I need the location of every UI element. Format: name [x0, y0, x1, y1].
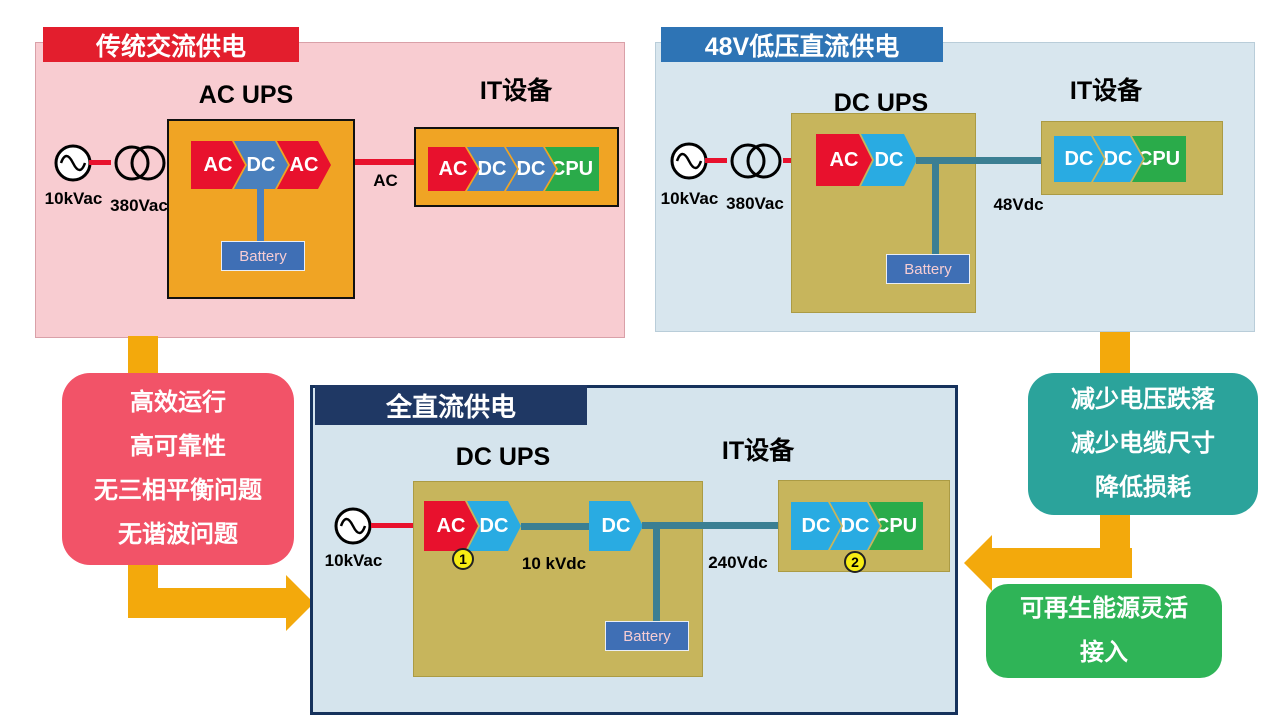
- note-line: 无谐波问题: [118, 521, 238, 548]
- dc48-battery: Battery: [886, 254, 970, 284]
- ac-source-link-line: [89, 160, 111, 165]
- right-arrow-horizontal: [992, 548, 1132, 578]
- fulldc-input-line: [371, 523, 423, 528]
- note-line: 可再生能源灵活: [1020, 595, 1188, 622]
- converter-block-ac: AC: [816, 134, 872, 186]
- dc48-ups-blocks: AC DC: [816, 134, 917, 186]
- note-line: 减少电缆尺寸: [1071, 430, 1215, 457]
- fulldc-battery: Battery: [605, 621, 689, 651]
- dc48-line-label: 48Vdc: [993, 195, 1044, 214]
- cpu-block: CPU: [545, 147, 599, 191]
- note-line: 无三相平衡问题: [94, 477, 262, 504]
- note-benefits-left: 高效运行 高可靠性 无三相平衡问题 无谐波问题: [62, 373, 294, 565]
- left-arrow-horizontal: [128, 588, 286, 618]
- marker-1: 1: [452, 548, 474, 570]
- dc48-it-box: DC DC CPU: [1041, 121, 1223, 195]
- dc48-battery-link-line: [932, 162, 939, 254]
- dc48-it-title: IT设备: [1069, 77, 1143, 105]
- dc48-output-line: [916, 157, 1041, 164]
- ac-it-box: AC DC DC CPU: [414, 127, 619, 207]
- ac-transformer-label: 380Vac: [110, 196, 168, 215]
- ac-battery-link-line: [257, 189, 264, 245]
- dc48-it-blocks: DC DC CPU: [1054, 136, 1186, 182]
- panel-48v-badge: 48V低压直流供电: [661, 27, 943, 62]
- left-arrow-head-icon: [286, 575, 314, 631]
- note-renewable: 可再生能源灵活 接入: [986, 584, 1222, 678]
- panel-48v-dc: 48V低压直流供电 DC UPS IT设备 10kVac 380Vac AC D…: [655, 27, 1255, 332]
- ac-it-title: IT设备: [479, 77, 553, 105]
- fulldc-battery-link-line: [653, 522, 660, 621]
- note-benefits-right-top: 减少电压跌落 减少电缆尺寸 降低损耗: [1028, 373, 1258, 515]
- right-arrow-head-icon: [964, 535, 992, 591]
- converter-block-ac: AC: [191, 141, 245, 189]
- fulldc-it-title: IT设备: [721, 437, 795, 465]
- converter-block-ac: AC: [424, 501, 478, 551]
- note-line: 降低损耗: [1095, 474, 1191, 501]
- dc48-source-label: 10kVac: [660, 189, 719, 208]
- power-source-icon: [669, 141, 709, 186]
- power-source-icon: [53, 143, 93, 188]
- ac-output-line: [355, 159, 415, 165]
- converter-block-dc: DC: [861, 134, 917, 186]
- ac-line-label: AC: [373, 171, 398, 190]
- fulldc-output-line: [642, 522, 778, 529]
- note-line: 高可靠性: [130, 433, 226, 460]
- fulldc-mid-block-row: DC: [589, 501, 643, 551]
- transformer-icon: [109, 142, 171, 189]
- panel-ac-badge: 传统交流供电: [43, 27, 299, 62]
- dc48-ups-box: AC DC Battery: [791, 113, 976, 313]
- fulldc-ups-title: DC UPS: [455, 443, 551, 471]
- cpu-block: CPU: [869, 502, 923, 550]
- panel-fulldc-badge: 全直流供电: [315, 385, 587, 425]
- converter-block-ac: AC: [428, 147, 478, 191]
- fulldc-ups-blocks: AC DC: [424, 501, 521, 551]
- fulldc-mid-line-label: 10 kVdc: [521, 554, 587, 573]
- fulldc-it-box: DC DC CPU 2: [778, 480, 950, 573]
- note-line: 高效运行: [130, 389, 226, 416]
- dc48-source-link-line: [705, 158, 727, 163]
- fulldc-it-blocks: DC DC CPU: [791, 502, 923, 550]
- panel-traditional-ac: 传统交流供电 AC UPS IT设备 10kVac 380Vac AC DC A…: [35, 27, 625, 338]
- ac-battery: Battery: [221, 241, 305, 271]
- note-line: 减少电压跌落: [1071, 386, 1215, 413]
- ac-ups-title: AC UPS: [198, 81, 294, 109]
- fulldc-output-line-label: 240Vdc: [708, 553, 768, 572]
- marker-2: 2: [844, 551, 866, 573]
- ac-ups-blocks: AC DC AC: [191, 141, 331, 189]
- panel-full-dc: 全直流供电 DC UPS IT设备 10kVac AC DC 1 10 kVdc…: [310, 385, 958, 715]
- converter-block-dc: DC: [1054, 136, 1104, 182]
- fulldc-source-label: 10kVac: [324, 551, 383, 570]
- transformer-icon: [725, 140, 787, 187]
- converter-block-dc: DC: [791, 502, 841, 550]
- dc48-ups-title: DC UPS: [833, 89, 929, 117]
- ac-source-label: 10kVac: [44, 189, 103, 208]
- note-line: 接入: [1080, 639, 1128, 666]
- power-source-icon: [333, 506, 373, 551]
- fulldc-mid-line: [521, 523, 591, 530]
- converter-block-dc: DC: [589, 501, 643, 551]
- ac-it-blocks: AC DC DC CPU: [428, 147, 599, 191]
- dc48-transformer-label: 380Vac: [726, 194, 784, 213]
- ac-ups-box: AC DC AC Battery: [167, 119, 355, 299]
